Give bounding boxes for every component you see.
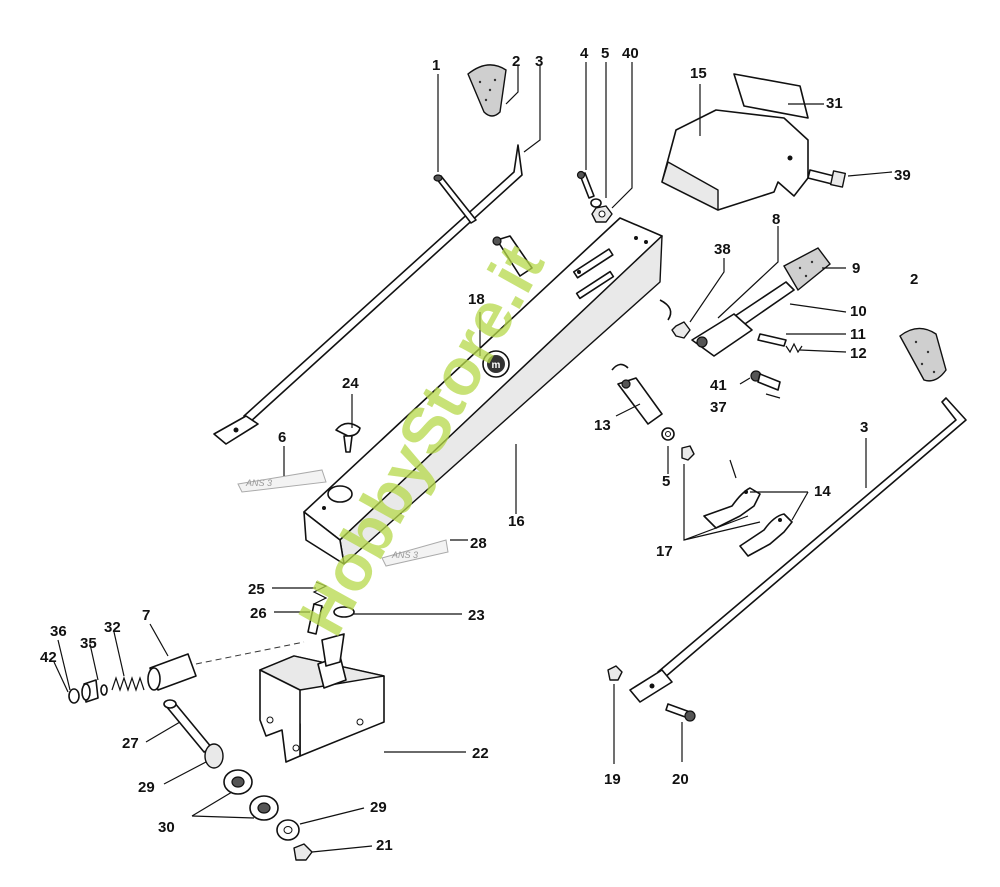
- washer-5: [590, 198, 602, 208]
- label-6: 6: [278, 429, 286, 446]
- washer-23: [333, 606, 355, 618]
- label-13: 13: [594, 417, 611, 434]
- spring-12: [785, 342, 803, 354]
- nut-17: [681, 445, 695, 461]
- cover-15: [661, 109, 809, 211]
- screw-41-37: [750, 370, 781, 391]
- label-11: 11: [850, 326, 866, 343]
- label-7: 7: [142, 607, 150, 624]
- label-9: 9: [852, 260, 860, 277]
- nut-38: [671, 321, 691, 339]
- sticker-6: ANS 3: [237, 469, 327, 493]
- label-5-top: 5: [601, 45, 609, 62]
- sleeve-7: [147, 653, 197, 691]
- label-29-top: 29: [138, 779, 155, 796]
- lever-10: [691, 281, 795, 357]
- nut-40: [591, 205, 613, 223]
- label-31: 31: [826, 95, 843, 112]
- bolt-20: [665, 703, 696, 722]
- bolt-39: [807, 169, 847, 188]
- handle-tube-16: [303, 217, 672, 565]
- right-lever-rod: [629, 397, 967, 703]
- watermark: HobbyStore.it: [284, 232, 558, 646]
- clip-24: [335, 422, 361, 453]
- label-sheet-31: [733, 73, 809, 119]
- label-35: 35: [80, 635, 97, 652]
- bearing-30-a: [223, 769, 253, 795]
- nut-19: [607, 665, 623, 681]
- spring-32: [111, 676, 145, 692]
- label-37: 37: [710, 399, 727, 416]
- pin-26: [307, 603, 323, 635]
- clamp-14-upper: [703, 487, 761, 529]
- label-12: 12: [850, 345, 867, 362]
- label-3-top: 3: [535, 53, 543, 70]
- label-27: 27: [122, 735, 139, 752]
- label-14: 14: [814, 483, 831, 500]
- label-5-mid: 5: [662, 473, 670, 490]
- label-32: 32: [104, 619, 121, 636]
- ring-42: [68, 688, 80, 704]
- connector-13: [617, 377, 663, 425]
- label-4: 4: [580, 45, 589, 62]
- label-26: 26: [250, 605, 267, 622]
- label-20: 20: [672, 771, 689, 788]
- sticker-6-text: ANS 3: [245, 478, 272, 488]
- label-3-right: 3: [860, 419, 868, 436]
- pin-11: [757, 333, 787, 347]
- bearing-30-b: [249, 795, 279, 821]
- label-28: 28: [470, 535, 487, 552]
- label-8: 8: [772, 211, 780, 228]
- label-38: 38: [714, 241, 731, 258]
- label-36: 36: [50, 623, 67, 640]
- label-29-bottom: 29: [370, 799, 387, 816]
- label-41: 41: [710, 377, 727, 394]
- clamp-14-lower: [739, 513, 793, 557]
- label-2-top: 2: [512, 53, 520, 70]
- label-40: 40: [622, 45, 639, 62]
- label-25: 25: [248, 581, 265, 598]
- left-lever-rod: [213, 144, 523, 445]
- label-2-right: 2: [910, 271, 918, 288]
- cap-36: [81, 679, 99, 703]
- label-10: 10: [850, 303, 867, 320]
- knob-top: [467, 64, 507, 117]
- sticker-28: ANS 3: [381, 539, 449, 567]
- label-39: 39: [894, 167, 911, 184]
- label-22: 22: [472, 745, 489, 762]
- washer-5b: [661, 427, 675, 441]
- label-21: 21: [376, 837, 393, 854]
- label-23: 23: [468, 607, 485, 624]
- washer-29-top: [204, 743, 224, 769]
- label-1: 1: [432, 57, 440, 74]
- screw-4: [576, 170, 595, 199]
- lever-pivot: [492, 235, 533, 277]
- ring-35: [100, 684, 108, 696]
- bracket-22: [259, 633, 385, 763]
- nut-21: [293, 843, 313, 861]
- knob-9: [783, 247, 831, 292]
- screw-1: [433, 174, 477, 224]
- label-17: 17: [656, 543, 673, 560]
- bolt-27: [163, 699, 213, 753]
- label-19: 19: [604, 771, 621, 788]
- label-16: 16: [508, 513, 525, 530]
- label-42: 42: [40, 649, 57, 666]
- svg-text:m: m: [492, 360, 501, 371]
- label-30: 30: [158, 819, 175, 836]
- label-15: 15: [690, 65, 707, 82]
- label-18: 18: [468, 291, 485, 308]
- logo-badge-18: m: [482, 350, 510, 378]
- knob-right: [899, 327, 947, 382]
- sticker-28-text: ANS 3: [391, 550, 418, 560]
- washer-29-bottom: [276, 819, 300, 841]
- label-24: 24: [342, 375, 359, 392]
- leader-lines: [53, 62, 893, 853]
